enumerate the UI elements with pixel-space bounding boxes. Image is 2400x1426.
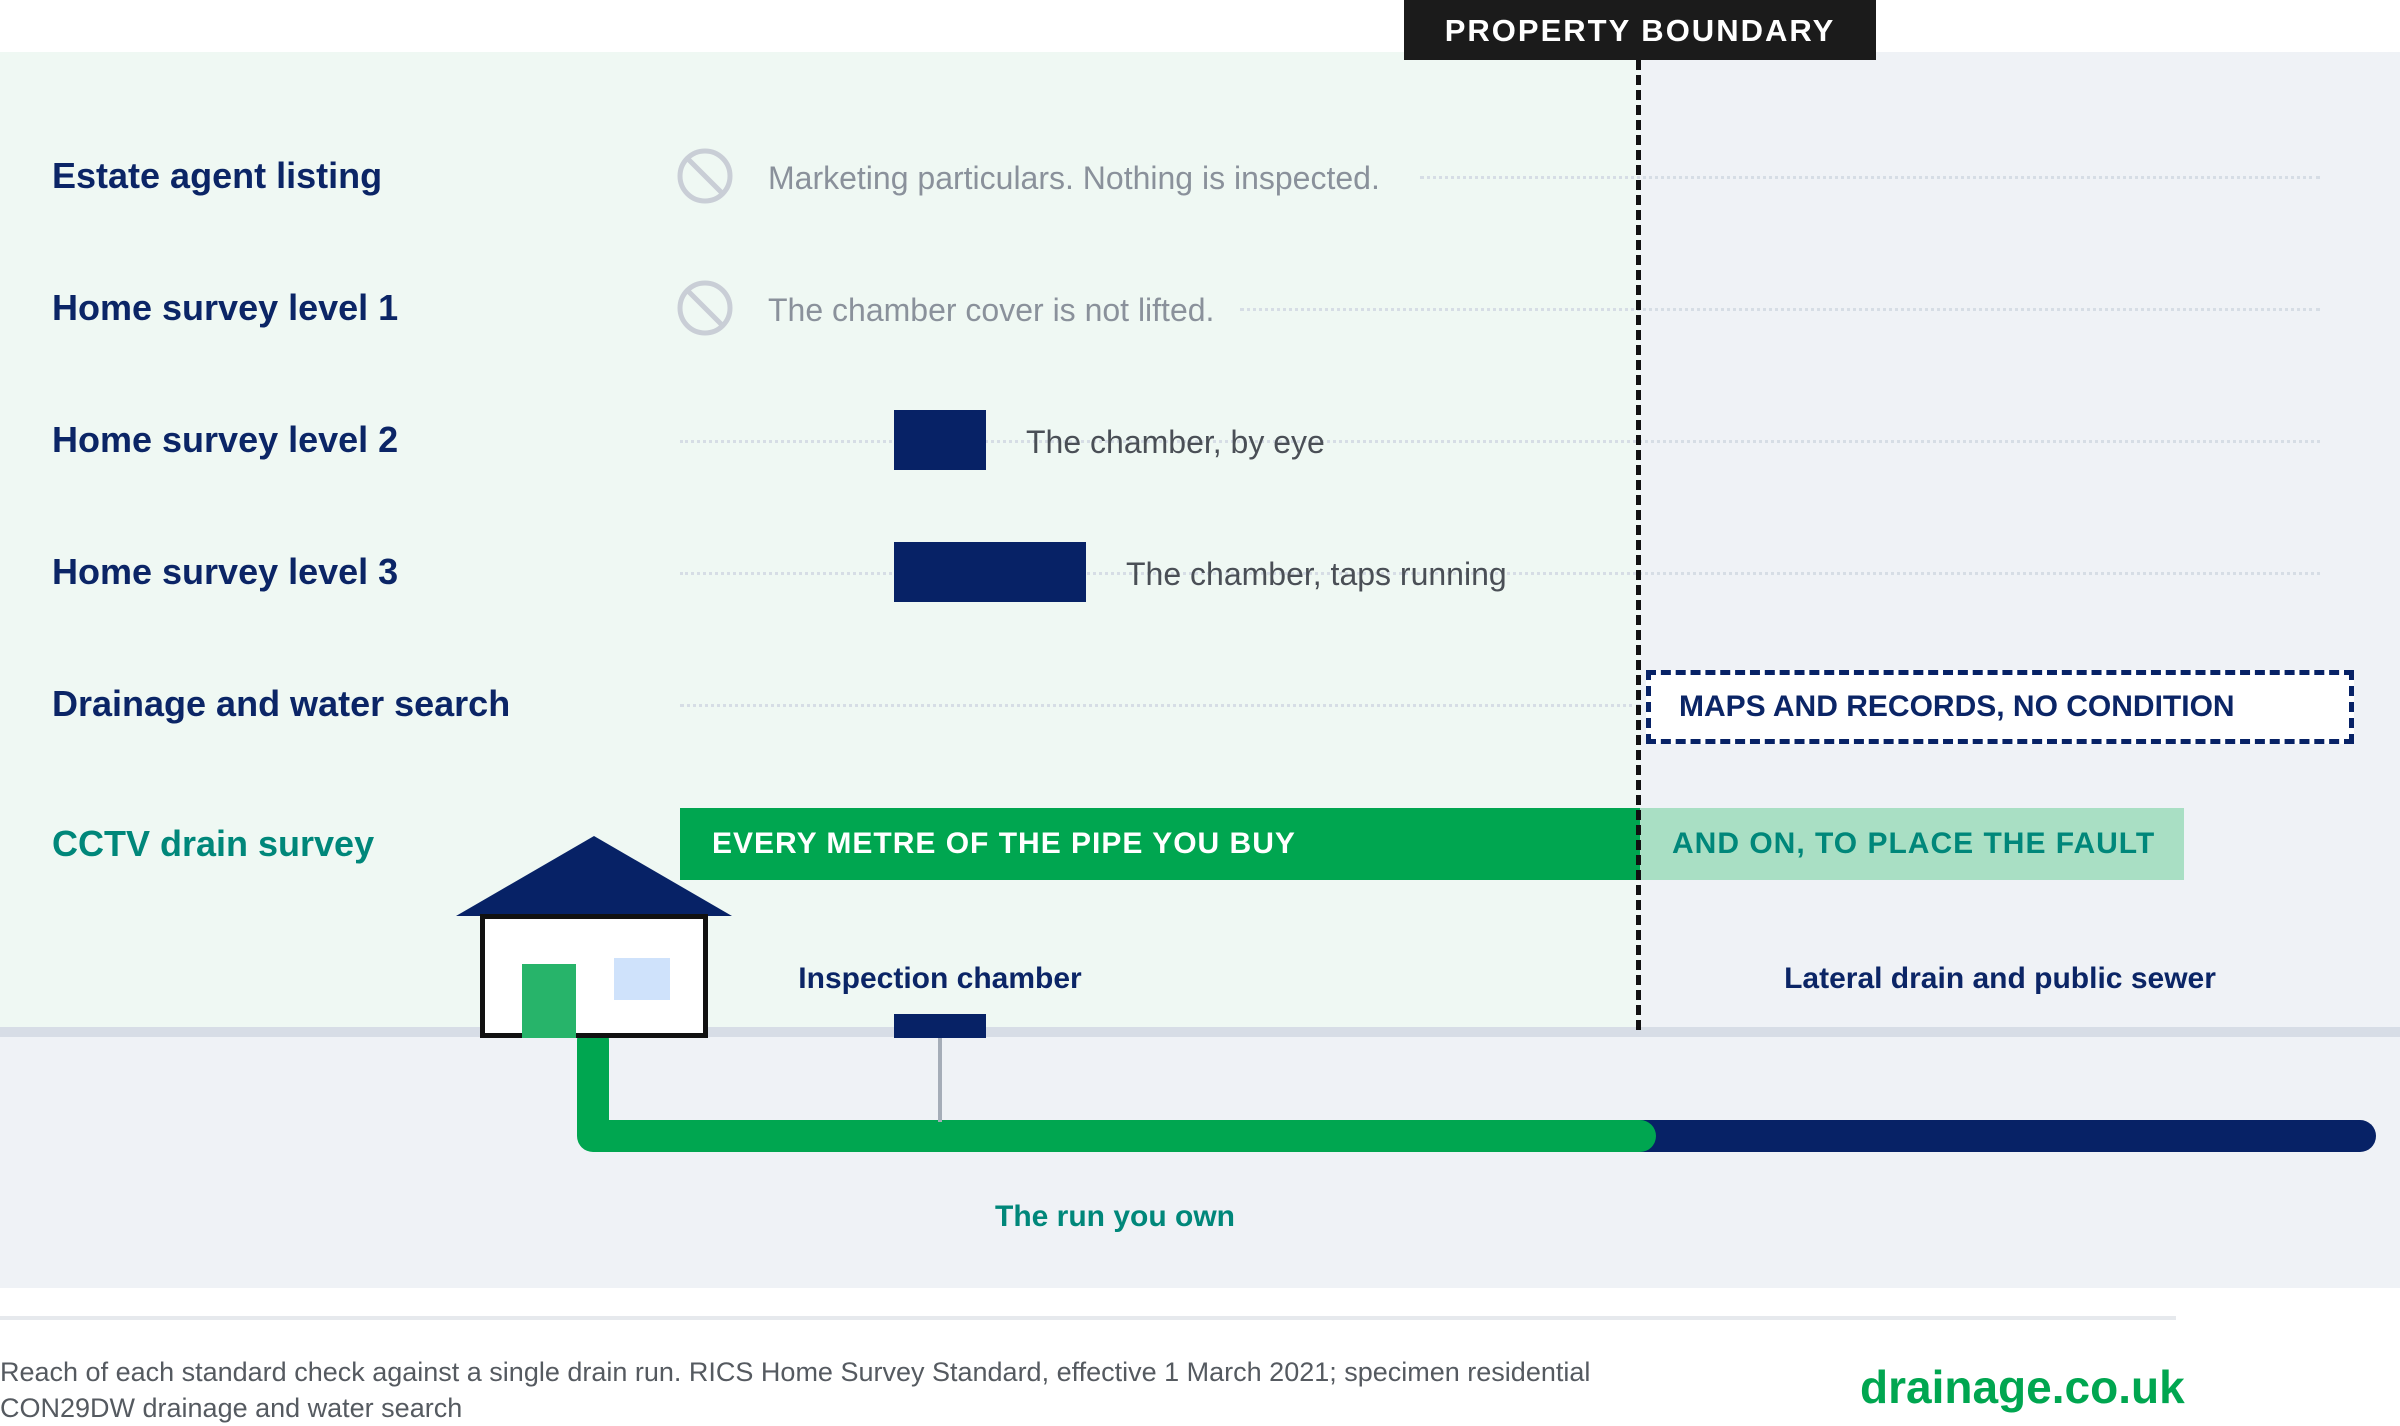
row-note-survey-level-2: The chamber, by eye [1026, 424, 1325, 460]
cctv-reach-bar: EVERY METRE OF THE PIPE YOU BUY [680, 808, 1640, 880]
ground-surface-line [0, 1027, 2400, 1037]
row-label-drainage-search: Drainage and water search [52, 683, 511, 724]
guide-line-row-5 [680, 704, 1640, 707]
inspection-chamber-cover [894, 1014, 986, 1038]
reach-bar-survey-level-3 [894, 542, 1086, 602]
public-zone-background [1640, 52, 2400, 1028]
guide-line-row-1 [1420, 176, 2320, 179]
drain-pipe [577, 1024, 2376, 1152]
row-label-estate-agent: Estate agent listing [52, 155, 383, 196]
cctv-extension-bar: AND ON, TO PLACE THE FAULT [1640, 808, 2184, 880]
no-entry-icon [677, 148, 733, 204]
house-roof [456, 836, 732, 916]
owned-run-label: The run you own [995, 1200, 1235, 1233]
property-boundary-label: PROPERTY BOUNDARY [1404, 0, 1876, 60]
row-label-survey-level-1: Home survey level 1 [52, 287, 399, 328]
house-door [522, 964, 576, 1038]
private-zone-background [0, 52, 1640, 1028]
maps-records-box: MAPS AND RECORDS, NO CONDITION [1646, 670, 2354, 744]
guide-line-row-4 [680, 572, 2320, 575]
guide-line-row-3 [680, 440, 2320, 443]
guide-line-row-2 [1240, 308, 2320, 311]
private-drain-pipe [577, 1024, 1656, 1152]
lateral-drain-label: Lateral drain and public sewer [1784, 962, 2216, 995]
source-note: Reach of each standard check against a s… [0, 1357, 1591, 1423]
footer-divider [0, 1316, 2176, 1320]
brand-logo[interactable]: drainage.co.uk [1860, 1361, 2185, 1413]
row-note-estate-agent: Marketing particulars. Nothing is inspec… [768, 160, 1380, 196]
row-label-cctv-survey: CCTV drain survey [52, 823, 375, 864]
property-boundary-line [1636, 60, 1641, 1030]
row-note-survey-level-1: The chamber cover is not lifted. [768, 292, 1215, 328]
row-label-survey-level-3: Home survey level 3 [52, 551, 399, 592]
row-label-survey-level-2: Home survey level 2 [52, 419, 399, 460]
inspection-chamber-label: Inspection chamber [798, 962, 1082, 995]
inspection-chamber-shaft [938, 1038, 942, 1122]
ground-section [0, 1028, 2400, 1288]
house-icon [480, 914, 708, 1038]
no-entry-icon [677, 280, 733, 336]
house-window [614, 958, 670, 1000]
row-note-survey-level-3: The chamber, taps running [1126, 556, 1507, 592]
reach-bar-survey-level-2 [894, 410, 986, 470]
